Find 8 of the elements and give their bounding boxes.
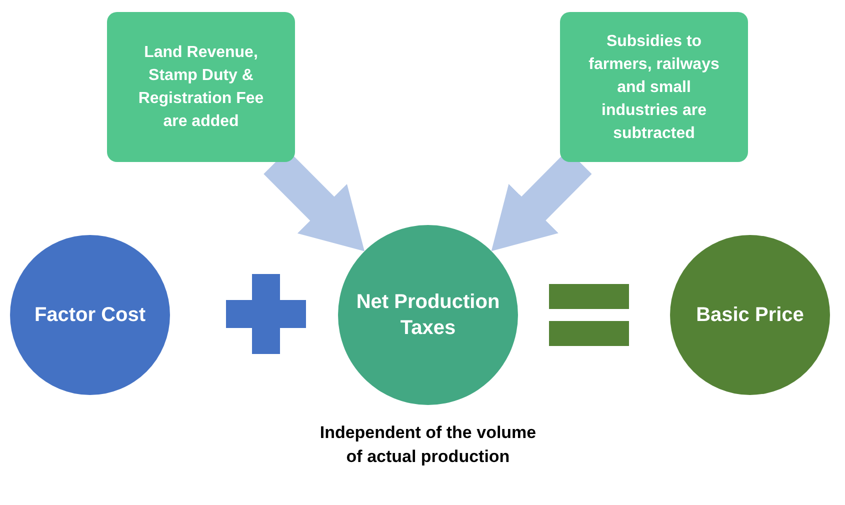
node-text: Basic Price bbox=[696, 303, 804, 328]
node-text: Factor Cost bbox=[34, 303, 146, 328]
callout-box bbox=[560, 12, 748, 162]
note-text: Independent of the volume of actual production bbox=[318, 422, 538, 468]
node-text: Net Production Taxes bbox=[355, 290, 501, 341]
callout-box bbox=[107, 12, 295, 162]
node-text: Land Revenue, Stamp Duty & Registration Fee are added bbox=[137, 43, 265, 132]
node-text: Subsidies to farmers, railways and small industries are subtracted bbox=[588, 32, 720, 144]
